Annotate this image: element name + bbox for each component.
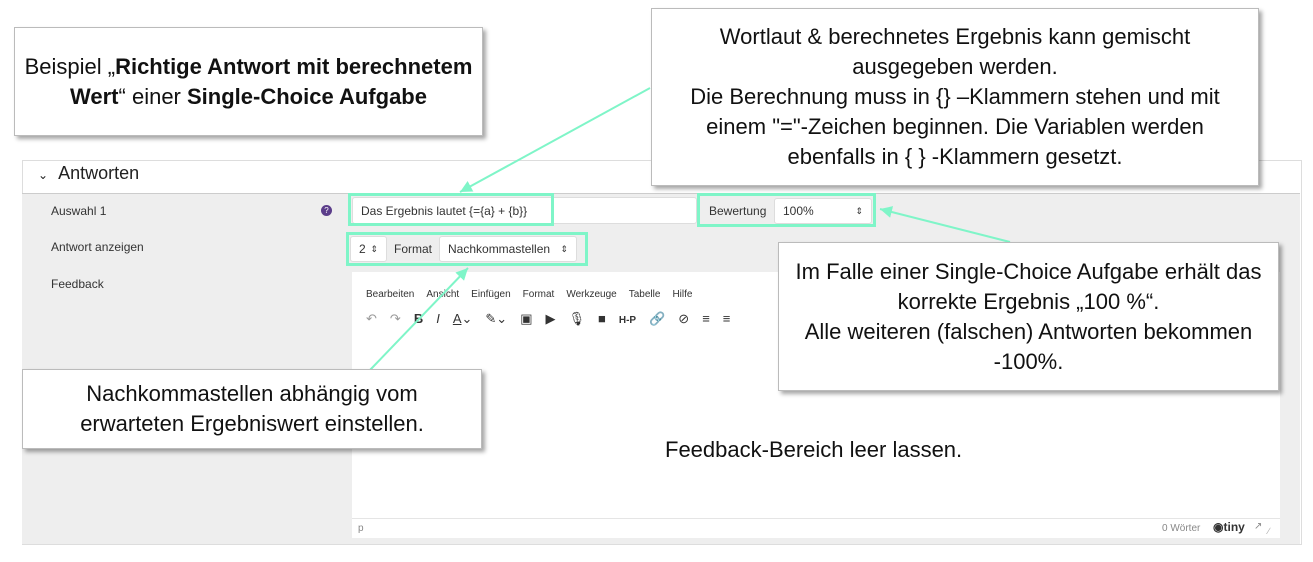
h5p-icon[interactable]: H-P xyxy=(618,315,637,326)
editor-statusbar xyxy=(352,518,1280,519)
menu-edit[interactable]: Bearbeiten xyxy=(366,289,415,300)
tiny-icon: ◉ xyxy=(1213,520,1224,534)
callout-text: Beispiel „ xyxy=(24,53,116,79)
select-arrows-icon: ⇕ xyxy=(560,243,568,254)
menu-format[interactable]: Format xyxy=(522,289,555,300)
align-left-icon[interactable]: ≡ xyxy=(702,311,710,326)
highlight-icon[interactable]: ✎⌄ xyxy=(485,311,508,326)
format-label: Format xyxy=(394,242,433,256)
select-arrows-icon: ⇕ xyxy=(370,243,378,254)
highlight-answer xyxy=(348,193,554,226)
brand-label: tiny xyxy=(1223,520,1245,534)
callout-bold: Richtige Antwort mit berechnetem Wert xyxy=(70,53,473,109)
answer-input[interactable]: Das Ergebnis lautet {={a} + {b}} xyxy=(352,197,697,224)
external-link-icon[interactable]: ↗ xyxy=(1254,521,1263,532)
microphone-icon[interactable]: 🎙 xyxy=(568,311,586,326)
feedback-label: Feedback xyxy=(51,277,104,291)
callout-bold: Single-Choice Aufgabe xyxy=(187,83,427,109)
format-select[interactable]: Nachkommastellen ⇕ xyxy=(439,236,577,262)
undo-icon[interactable]: ↶ xyxy=(366,311,377,326)
italic-icon[interactable]: I xyxy=(436,311,440,326)
decimals-value: 2 xyxy=(359,242,366,256)
link-icon[interactable]: 🔗 xyxy=(649,311,666,326)
callout-text: Nachkommastellen abhängig vom erwarteten… xyxy=(80,381,424,436)
arrow-grade xyxy=(879,206,1011,243)
highlight-format xyxy=(346,232,588,266)
tiny-logo[interactable]: ◉tiny xyxy=(1213,520,1245,534)
menu-table[interactable]: Tabelle xyxy=(628,289,661,300)
resize-handle-icon[interactable]: ∕ xyxy=(1268,526,1270,536)
grade-select[interactable]: 100% ⇕ xyxy=(774,198,872,224)
menu-tools[interactable]: Werkzeuge xyxy=(566,289,617,300)
callout-text: “ einer xyxy=(118,83,187,109)
callout-example: Beispiel „Richtige Antwort mit berechnet… xyxy=(14,27,483,136)
editor-toolbar: ↶↷BIA⌄✎⌄▣▶🎙■H-P🔗⊘≡≡ xyxy=(366,310,743,328)
chevron-down-icon: ⌄ xyxy=(38,168,49,182)
align-center-icon[interactable]: ≡ xyxy=(722,311,731,326)
grade-value: 100% xyxy=(783,204,814,218)
media-icon[interactable]: ▶ xyxy=(545,311,556,326)
section-toggle[interactable]: ⌄ Antworten xyxy=(38,163,139,184)
section-title: Antworten xyxy=(58,163,140,183)
arrow-decimals xyxy=(369,267,469,371)
callout-text: Alle weiteren (falschen) Antworten bekom… xyxy=(804,318,1253,374)
menu-insert[interactable]: Einfügen xyxy=(471,289,511,300)
redo-icon[interactable]: ↷ xyxy=(389,311,401,326)
callout-decimals: Nachkommastellen abhängig vom erwarteten… xyxy=(22,369,482,449)
word-count[interactable]: 0 Wörter xyxy=(1162,523,1201,534)
select-arrows-icon: ⇕ xyxy=(855,205,863,216)
decimals-select[interactable]: 2⇕ xyxy=(350,236,387,262)
image-icon[interactable]: ▣ xyxy=(520,311,533,326)
highlight-grade xyxy=(697,193,876,227)
text-color-icon[interactable]: A⌄ xyxy=(452,311,473,326)
video-icon[interactable]: ■ xyxy=(598,311,606,326)
callout-text: Die Berechnung muss in {} –Klammern steh… xyxy=(690,84,1220,169)
unlink-icon[interactable]: ⊘ xyxy=(678,311,690,326)
element-path[interactable]: p xyxy=(358,523,364,534)
arrow-wording xyxy=(459,87,651,193)
grade-label: Bewertung xyxy=(709,204,767,218)
feedback-note: Feedback-Bereich leer lassen. xyxy=(665,437,963,462)
callout-text: Im Falle einer Single-Choice Aufgabe erh… xyxy=(795,258,1262,314)
menu-help[interactable]: Hilfe xyxy=(672,289,693,300)
choice-label: Auswahl 1 xyxy=(51,204,107,218)
callout-wording: Wortlaut & berechnetes Ergebnis kann gem… xyxy=(651,8,1259,186)
callout-single-choice: Im Falle einer Single-Choice Aufgabe erh… xyxy=(778,242,1279,391)
format-value: Nachkommastellen xyxy=(448,242,551,256)
show-answer-label: Antwort anzeigen xyxy=(51,240,144,254)
help-icon[interactable]: ? xyxy=(321,205,332,216)
callout-text: Wortlaut & berechnetes Ergebnis kann gem… xyxy=(719,24,1191,79)
